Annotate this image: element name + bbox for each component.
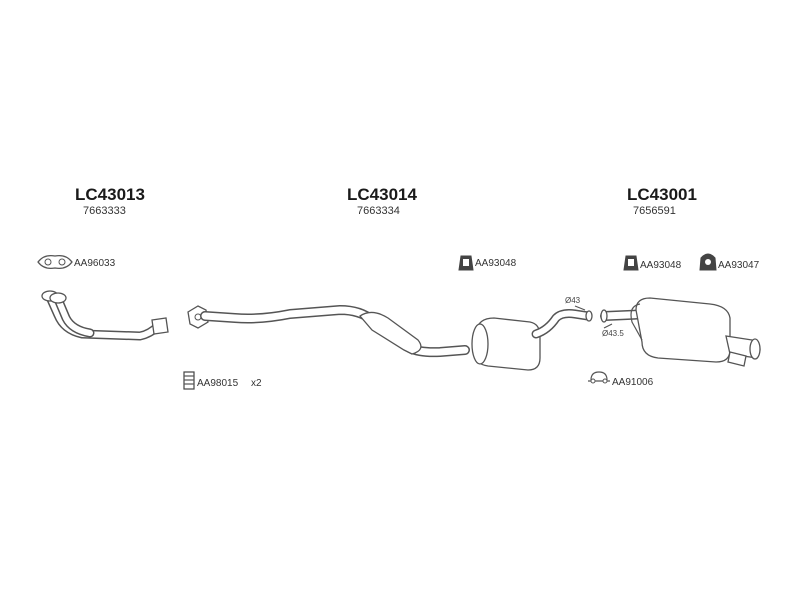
clamp-rear: AA91006 bbox=[588, 371, 654, 388]
section-rear-silencer-header: LC43001 7656591 bbox=[627, 185, 697, 217]
rubber-mount-mid-label: AA93048 bbox=[475, 258, 517, 269]
part-code-middle-silencer: LC43014 bbox=[347, 185, 417, 204]
middle-pipe-silencer: Ø43 bbox=[187, 296, 593, 371]
clamp-rear-label: AA91006 bbox=[612, 377, 654, 388]
clamp-front: AA98015 x2 bbox=[183, 371, 262, 390]
rubber-mount-rear-1: AA93048 bbox=[623, 255, 682, 271]
rubber-mount-rear-2: AA93047 bbox=[699, 253, 760, 271]
gasket-front-label: AA96033 bbox=[74, 258, 116, 269]
front-pipe bbox=[41, 290, 169, 341]
part-ref-rear-silencer: 7656591 bbox=[633, 205, 676, 217]
rubber-mount-icon bbox=[458, 255, 474, 271]
part-ref-front-pipe: 7663333 bbox=[83, 205, 126, 217]
gasket-front: AA96033 bbox=[37, 254, 116, 270]
dimension-rear-inlet: Ø43.5 bbox=[602, 329, 624, 338]
section-front-pipe-header: LC43013 7663333 bbox=[75, 185, 145, 217]
rubber-mount-icon bbox=[623, 255, 639, 271]
u-clamp-icon bbox=[588, 371, 610, 384]
spring-clamp-icon bbox=[183, 371, 195, 390]
gasket-icon bbox=[37, 254, 73, 270]
section-middle-silencer-header: LC43014 7663334 bbox=[347, 185, 417, 217]
clamp-front-qty: x2 bbox=[251, 378, 262, 389]
rubber-mount-rear-1-label: AA93048 bbox=[640, 260, 682, 271]
clamp-front-label: AA98015 bbox=[197, 378, 239, 389]
dimension-mid-outlet: Ø43 bbox=[565, 296, 581, 305]
part-code-front-pipe: LC43013 bbox=[75, 185, 145, 204]
rubber-mount-mid: AA93048 bbox=[458, 255, 517, 271]
rubber-hanger-icon bbox=[699, 253, 717, 271]
rear-silencer: Ø43.5 bbox=[600, 297, 761, 367]
part-code-rear-silencer: LC43001 bbox=[627, 185, 697, 204]
rubber-mount-rear-2-label: AA93047 bbox=[718, 260, 760, 271]
part-ref-middle-silencer: 7663334 bbox=[357, 205, 400, 217]
